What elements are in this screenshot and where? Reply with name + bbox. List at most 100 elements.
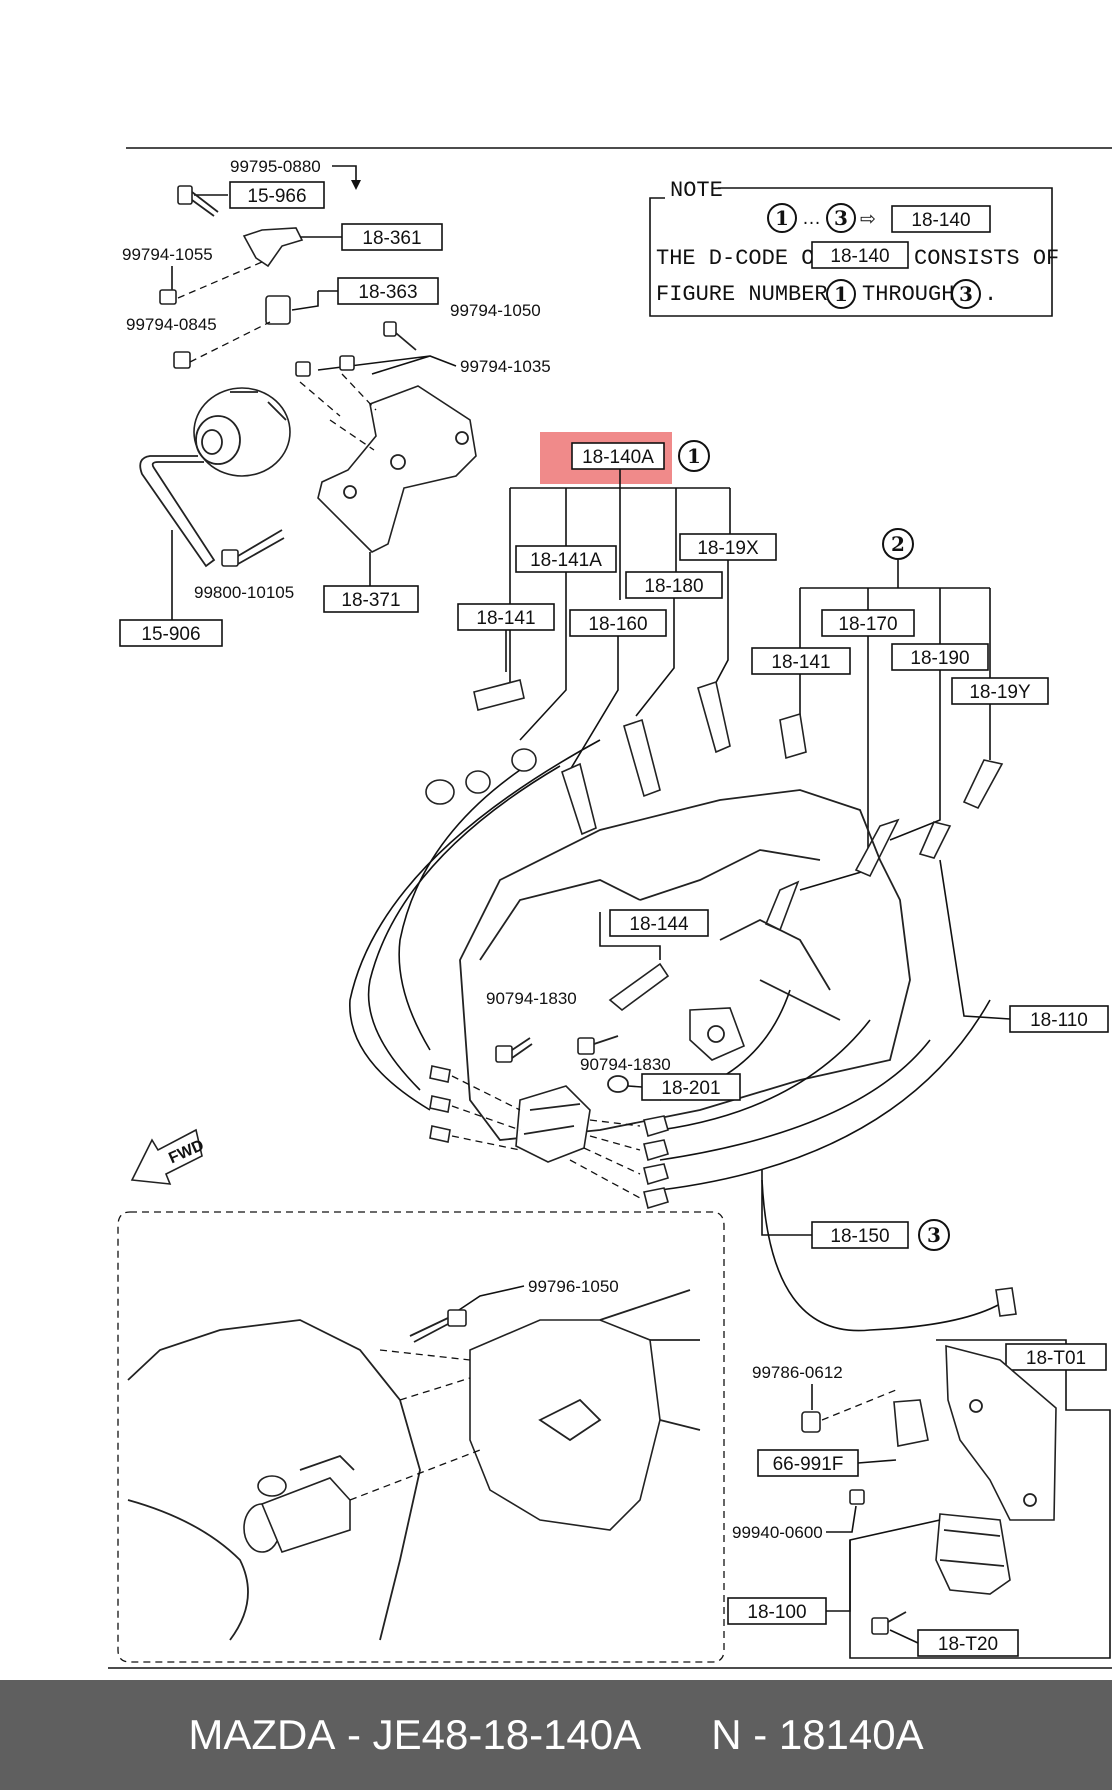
grommet [511, 748, 537, 772]
distributor-group: 90794-1830 90794-1830 18-201 [429, 989, 741, 1210]
label-box-18-140A[interactable] [571, 442, 665, 470]
label-box-18-100[interactable] [727, 1597, 827, 1625]
note-line2-b: CONSISTS OF [914, 246, 1059, 271]
label-box-15-906[interactable] [119, 619, 223, 647]
label-66-991F: 66-991F [773, 1454, 844, 1475]
note-arrow: ⇨ [860, 209, 876, 230]
label-box-18-141-b[interactable] [751, 647, 851, 675]
nut-18-363 [265, 295, 291, 325]
bolt-99794-1050: 99794-1050 [450, 301, 541, 320]
label-18-T20: 18-T20 [938, 1634, 998, 1655]
cord-set-group-2: 2 18-170 18-141 18-190 18-19Y [751, 528, 1049, 932]
spark-plug [918, 821, 952, 859]
plug-boot [854, 818, 900, 878]
label-box-18-361[interactable] [341, 223, 443, 251]
label-box-15-966[interactable] [229, 181, 325, 209]
plug-boot [623, 718, 661, 798]
bracket-18-361 [242, 227, 304, 268]
bracket-18-144-group: 18-144 [599, 909, 746, 1061]
note-box: NOTE 1 … 3 ⇨ 18-140 THE D-CODE OF 18-140… [649, 178, 1059, 317]
bolt-90794-1830-a: 90794-1830 [486, 989, 577, 1008]
noise-filter [893, 1399, 929, 1447]
label-box-18-T01[interactable] [1005, 1343, 1107, 1371]
label-box-18-150[interactable] [811, 1221, 909, 1249]
label-18-201: 18-201 [661, 1078, 720, 1099]
bolt-99796-1050: 99796-1050 [528, 1277, 619, 1296]
alternator-group: 99795-0880 15-966 18-361 99794-1055 18-3… [119, 157, 551, 647]
starter-inset: 99796-1050 [117, 1211, 725, 1663]
bolt-icon [871, 1611, 907, 1635]
distributor-plate [689, 1007, 746, 1061]
label-box-18-170[interactable] [821, 609, 915, 637]
label-box-18-19Y[interactable] [951, 677, 1049, 705]
note-line3-a: FIGURE NUMBERS [656, 282, 841, 307]
note-code-2: 18-140 [830, 246, 889, 267]
bolt-icon [801, 1411, 821, 1433]
bolt-icon [221, 529, 285, 567]
bolt-icon [173, 351, 191, 369]
bolt-99940-0600: 99940-0600 [732, 1523, 823, 1542]
coil-bracket [945, 1344, 1057, 1521]
label-18-160: 18-160 [588, 614, 647, 635]
ignition-coil-group: 18-T01 99786-0612 66-991F 99940-0600 18-… [727, 1339, 1111, 1659]
figure-marker-1-note-b: 1 [834, 282, 848, 306]
bolt-99794-0845: 99794-0845 [126, 315, 217, 334]
cord-terminal [643, 1115, 669, 1138]
footer-gap [641, 1711, 711, 1759]
bolt-99794-1055: 99794-1055 [122, 245, 213, 264]
cord-set-group-1: 18-140A 1 18-141A 18-19X 18-180 18-141 1… [425, 432, 777, 836]
grommet [425, 779, 455, 805]
plug-boot [697, 680, 731, 754]
note-title: NOTE [670, 178, 723, 203]
cord-terminal [643, 1187, 669, 1210]
bolt-icon [177, 185, 219, 217]
bolt-icon [495, 1037, 533, 1063]
note-line3-c: . [984, 282, 997, 307]
coil-cord-terminal [995, 1287, 1017, 1317]
label-18-144: 18-144 [629, 914, 689, 935]
note-code-1: 18-140 [911, 210, 970, 231]
label-box-18-201[interactable] [641, 1073, 741, 1101]
label-15-906: 15-906 [141, 624, 200, 645]
figure-marker-3-note-b: 3 [959, 282, 973, 306]
label-18-371: 18-371 [341, 590, 400, 611]
label-18-141A: 18-141A [530, 550, 602, 571]
cord-terminal [429, 1065, 451, 1083]
label-box-18-110[interactable] [1009, 1005, 1109, 1033]
cord-terminal [643, 1163, 669, 1186]
label-18-19Y: 18-19Y [969, 682, 1031, 703]
nut-icon [849, 1489, 865, 1505]
label-box-18-371[interactable] [323, 585, 419, 613]
figure-marker-2: 2 [891, 532, 905, 556]
label-18-19X: 18-19X [697, 538, 759, 559]
cord-terminal [429, 1095, 451, 1113]
label-18-T01: 18-T01 [1026, 1348, 1086, 1369]
label-18-363: 18-363 [358, 282, 417, 303]
distributor-cap [515, 1085, 591, 1163]
drive-belt [139, 455, 216, 568]
bell-housing [469, 1319, 661, 1531]
label-box-66-991F[interactable] [757, 1449, 859, 1477]
cord-terminal [643, 1139, 669, 1162]
parts-diagram: NOTE 1 … 3 ⇨ 18-140 THE D-CODE OF 18-140… [108, 147, 1112, 1669]
ignition-coil [935, 1513, 1011, 1595]
label-18-180: 18-180 [644, 576, 703, 597]
label-box-18-144[interactable] [609, 909, 709, 937]
footer-sep: - [335, 1711, 373, 1758]
bolt-99794-1035: 99794-1035 [460, 357, 551, 376]
starter-motor [243, 1454, 355, 1553]
bolt-icon [159, 289, 177, 305]
note-line3-b: THROUGH [862, 282, 954, 307]
plug-boot [561, 762, 597, 836]
bolt-icon [409, 1309, 467, 1343]
label-18-100: 18-100 [747, 1602, 806, 1623]
figure-marker-3-note: 3 [834, 206, 848, 230]
footer-bar: MAZDA - JE48-18-140A N - 18140A [0, 1680, 1112, 1790]
label-18-141-b: 18-141 [771, 652, 830, 673]
label-18-141-a: 18-141 [476, 608, 535, 629]
label-box-18-19X[interactable] [679, 533, 777, 561]
fwd-arrow: FWD [130, 1128, 207, 1185]
alternator-body [193, 387, 291, 477]
o-ring [607, 1075, 629, 1093]
footer-part-number: JE48-18-140A [372, 1711, 642, 1758]
